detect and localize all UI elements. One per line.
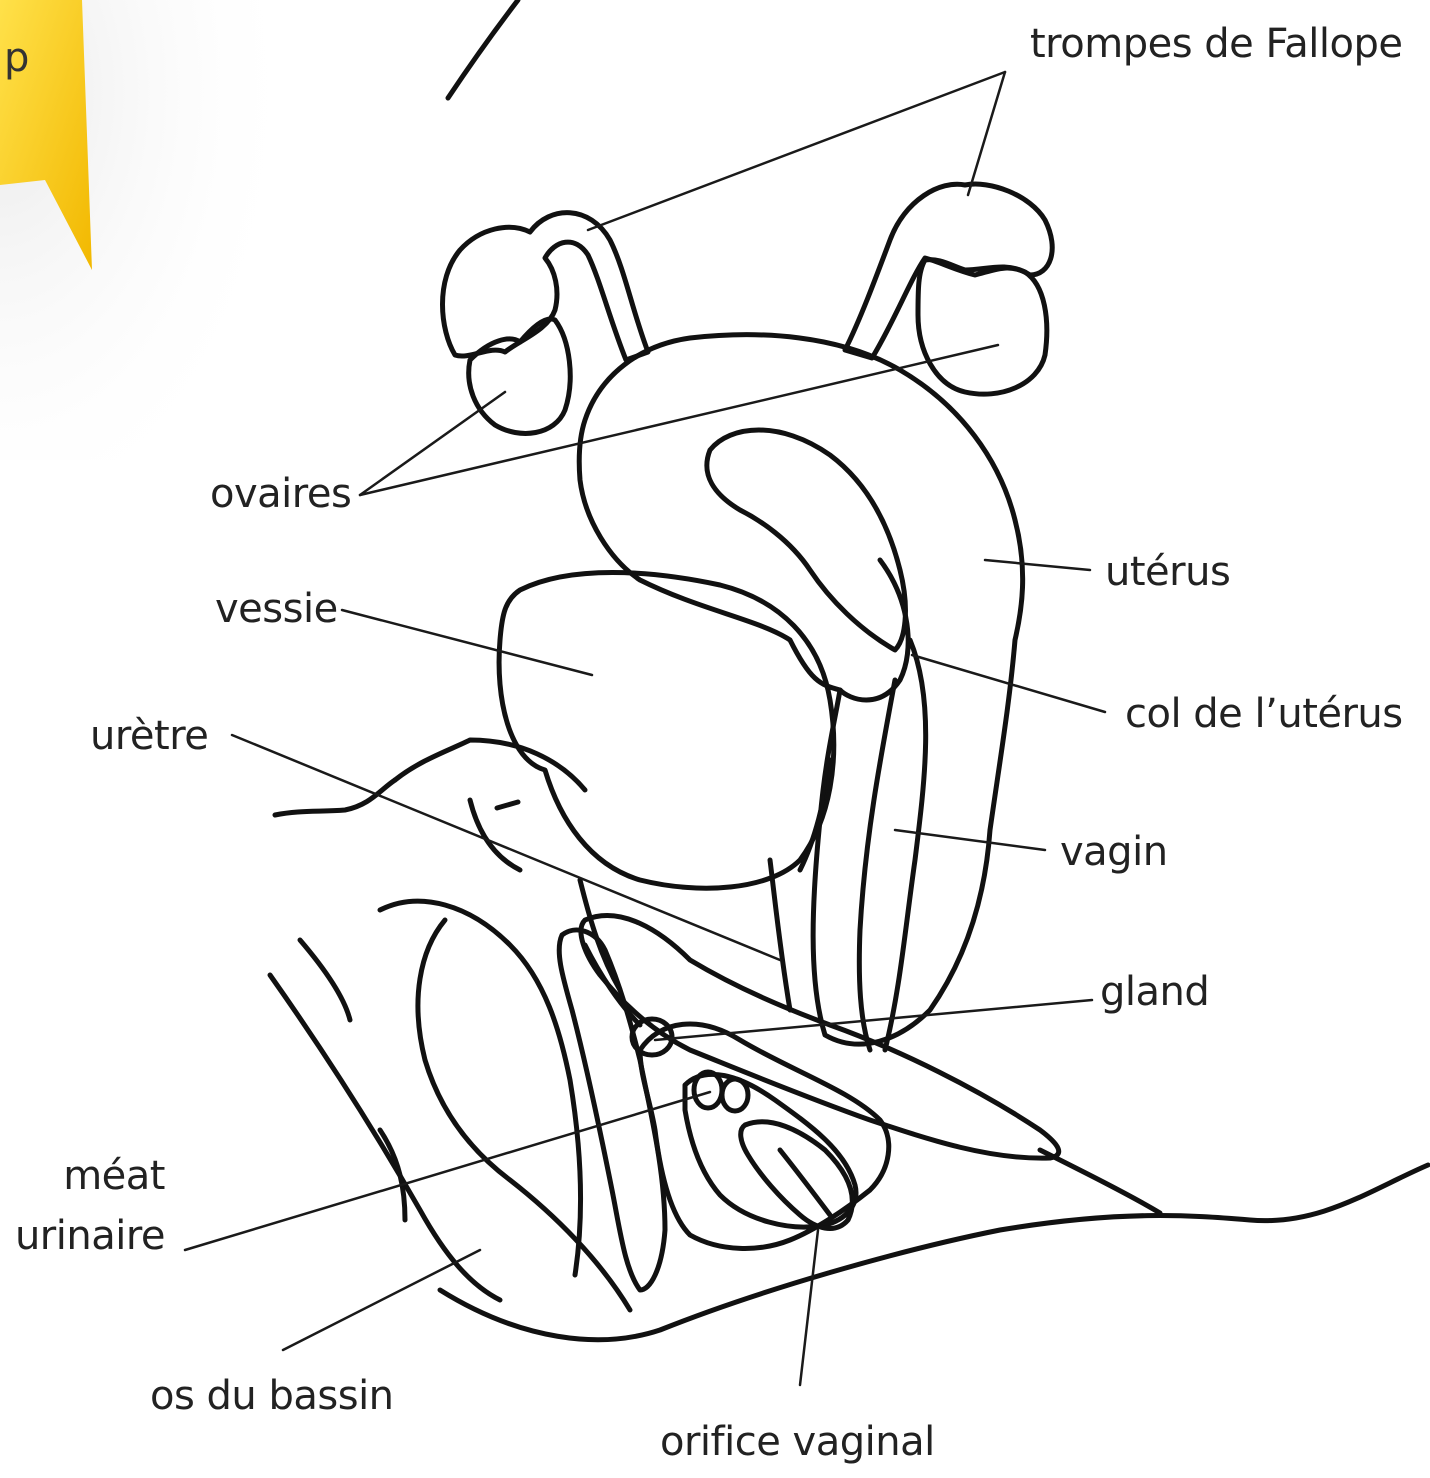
leader-uterus <box>985 560 1090 570</box>
label-ovaires: ovaires <box>210 470 351 518</box>
label-os-du-bassin: os du bassin <box>150 1372 394 1420</box>
label-vagin: vagin <box>1060 828 1168 876</box>
meatus-detail <box>722 1079 748 1111</box>
label-meat-line1: méat <box>20 1152 165 1200</box>
label-orifice-vaginal: orifice vaginal <box>660 1418 935 1466</box>
body-contour-top <box>448 0 518 98</box>
urethra-wall-right <box>770 860 790 1010</box>
label-uretre: urètre <box>90 712 208 760</box>
vagina-inner-left <box>859 680 895 1050</box>
leader-vessie <box>342 610 592 675</box>
pelvis-bone-detail <box>380 1130 405 1220</box>
leader-ovaires-right <box>360 345 998 495</box>
pelvis-bone-front <box>380 901 580 1275</box>
bladder-notch <box>497 802 518 808</box>
label-uterus: utérus <box>1105 548 1230 596</box>
label-gland: gland <box>1100 968 1209 1016</box>
urethral-meatus <box>694 1072 722 1108</box>
perineum-contour <box>1040 1150 1160 1213</box>
label-trompes-de-fallope: trompes de Fallope <box>1030 20 1403 68</box>
label-col-de-l-uterus: col de l’utérus <box>1125 690 1403 738</box>
ovary-right <box>918 260 1047 394</box>
bladder <box>499 573 834 889</box>
leader-trompes-right <box>968 72 1005 195</box>
ovary-left <box>469 319 570 433</box>
leader-ovaires-left <box>360 392 505 495</box>
banner-text: p <box>4 34 29 82</box>
fallopian-tube-left <box>443 213 649 360</box>
label-vessie: vessie <box>215 585 338 633</box>
abdomen-contour <box>275 780 395 815</box>
uterus-group <box>443 184 1053 1050</box>
leader-uretre <box>232 735 780 960</box>
leader-os <box>283 1250 480 1350</box>
leader-trompes-left <box>588 72 1005 230</box>
label-meat-line2: urinaire <box>10 1212 165 1260</box>
clitoris-body-line <box>585 945 640 1025</box>
pelvis-contour-inner <box>300 940 350 1020</box>
cervix-curve <box>840 560 908 700</box>
vestibule <box>685 1074 856 1227</box>
leader-orifice <box>800 1230 818 1385</box>
leader-gland <box>655 1000 1092 1040</box>
pubis-contour <box>395 740 585 790</box>
